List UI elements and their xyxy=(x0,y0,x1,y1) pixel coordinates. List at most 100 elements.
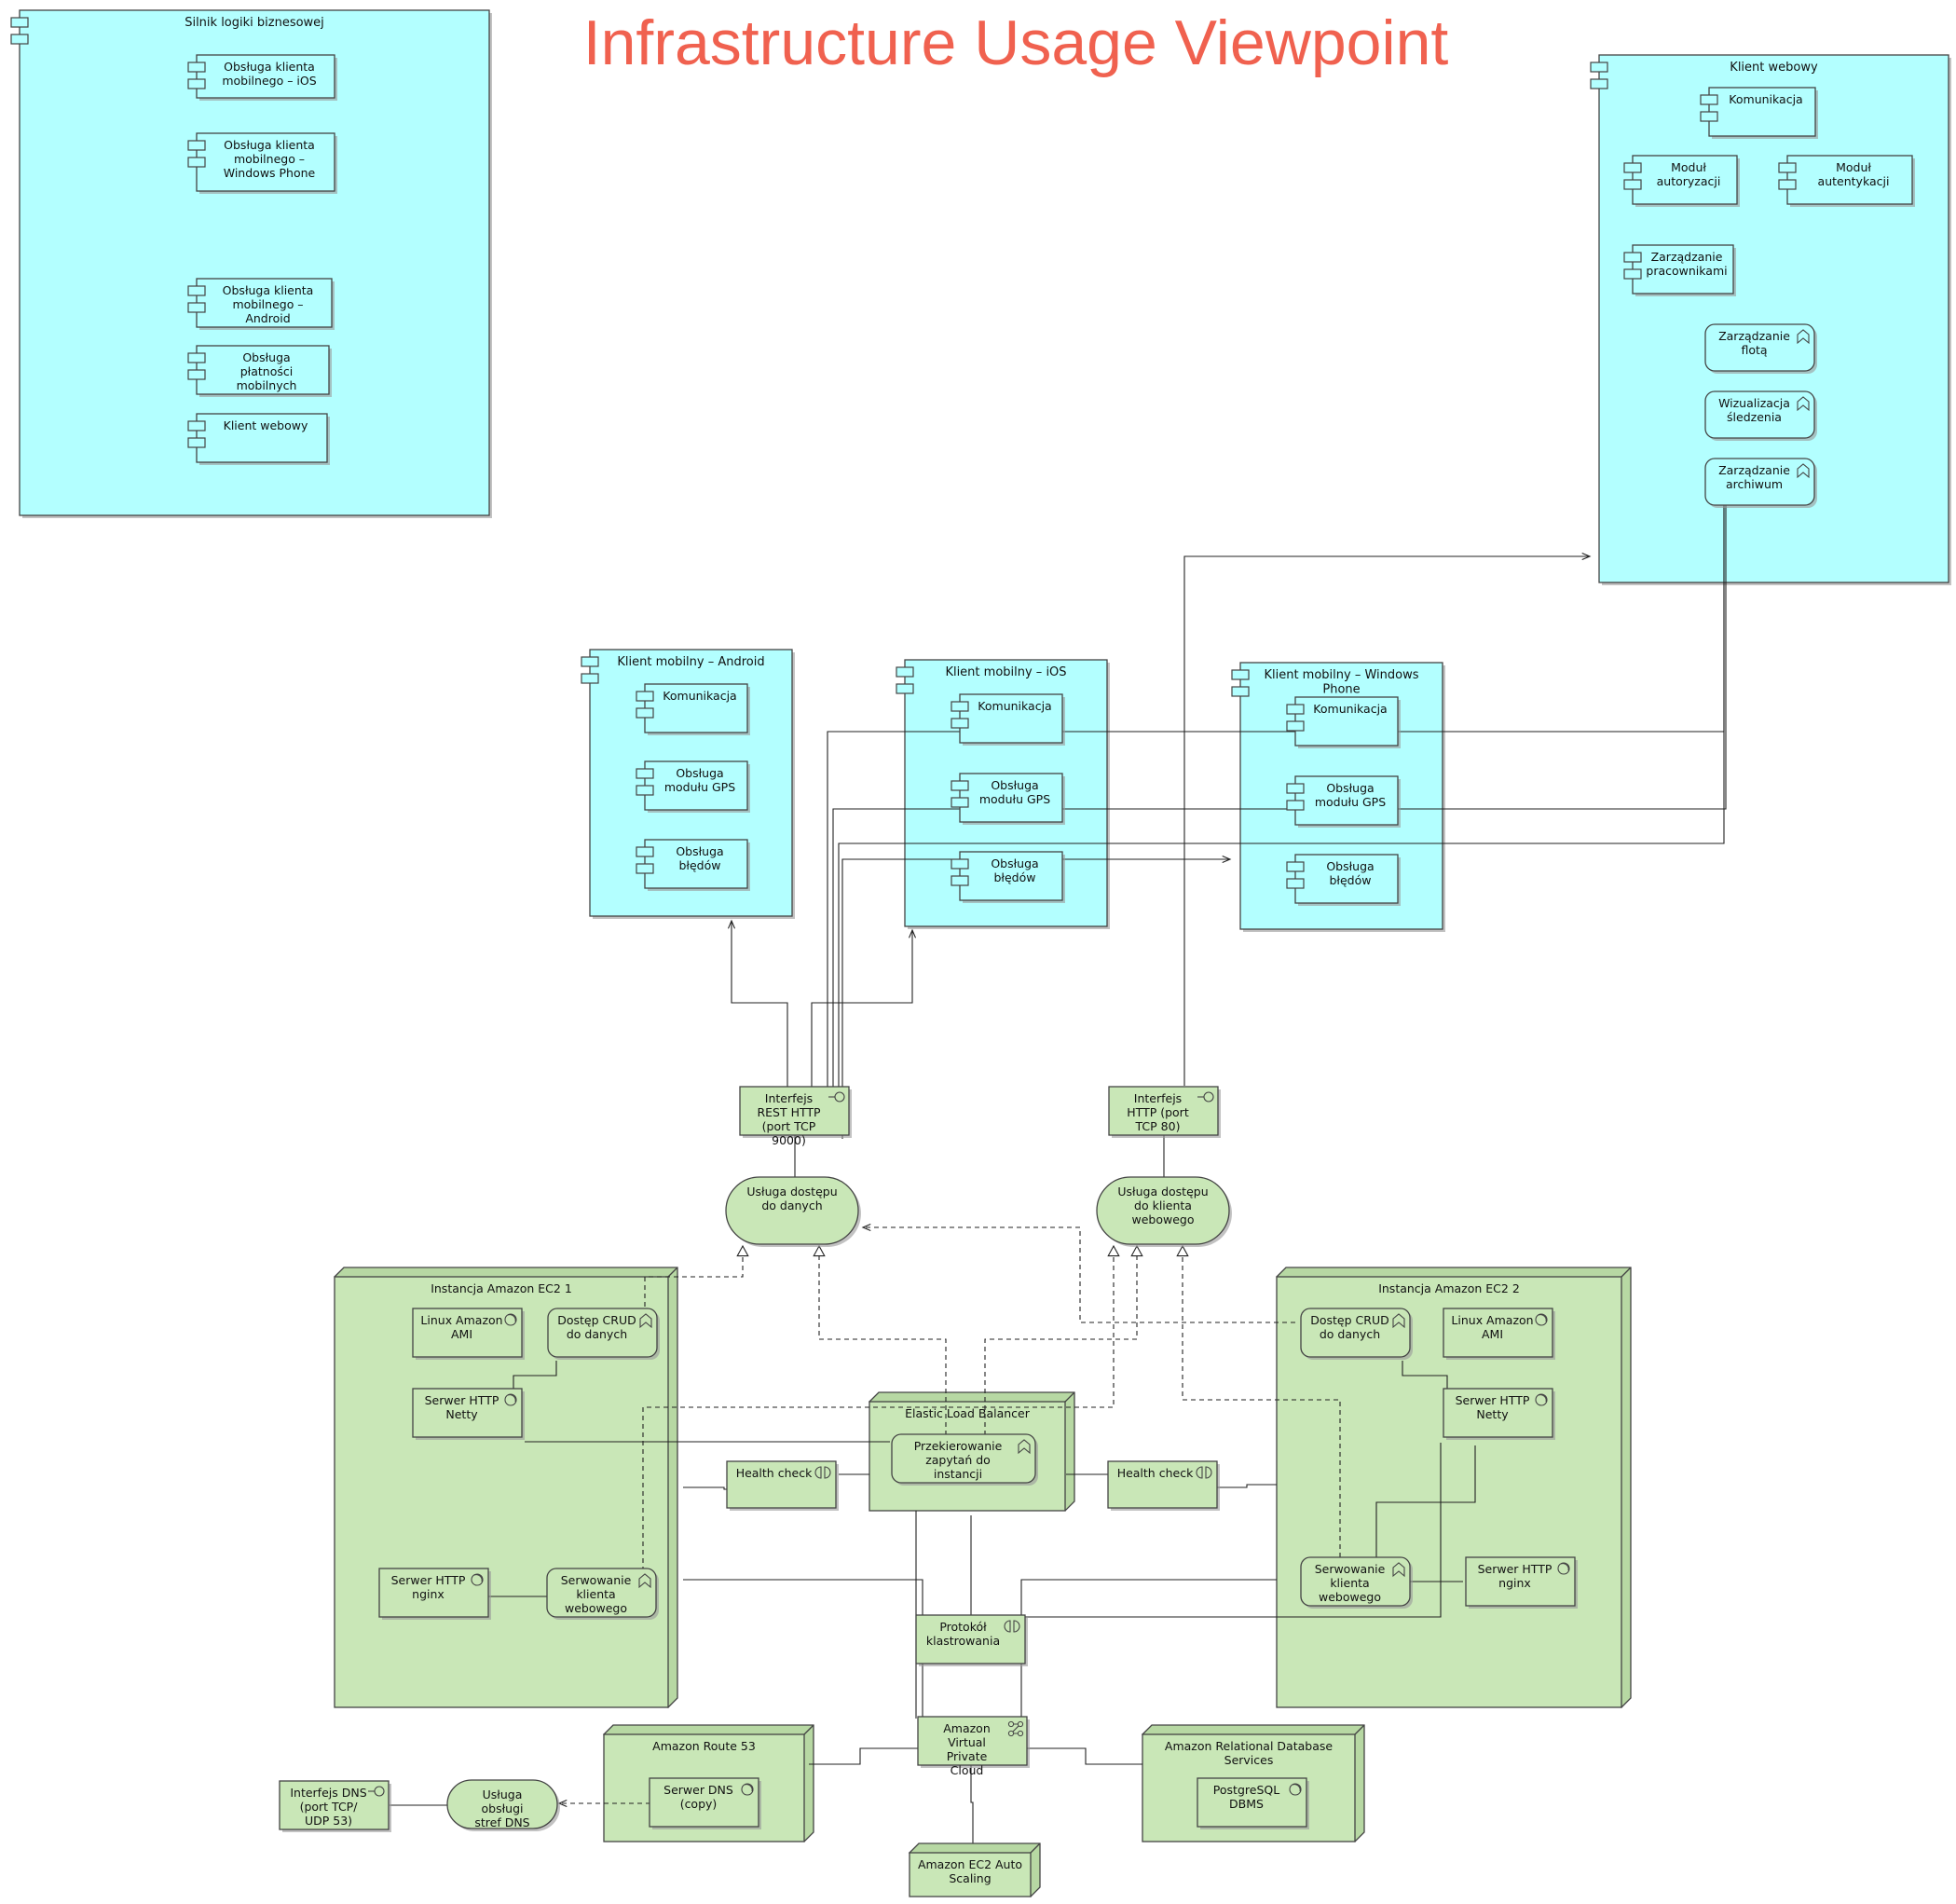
serving2-realizes-web-service xyxy=(1182,1246,1341,1566)
function-icon xyxy=(1797,396,1810,412)
health-check-right[interactable]: Health check xyxy=(1107,1460,1220,1511)
http-to-webclient xyxy=(1183,555,1590,1086)
wp-komunikacja[interactable]: Komunikacja xyxy=(1286,696,1401,748)
health-check-left[interactable]: Health check xyxy=(726,1460,839,1511)
health-check-left-label: Health check xyxy=(736,1466,813,1480)
ec2-1-to-health-left xyxy=(683,1486,727,1490)
rest-to-archiwum-b xyxy=(832,466,1727,1135)
system-software-icon xyxy=(471,1573,484,1586)
elb-realizes-web-service xyxy=(984,1246,1138,1452)
interaction-icon xyxy=(814,1466,822,1479)
system-software-icon xyxy=(504,1313,517,1326)
android-container-label: Klient mobilny – Android xyxy=(617,655,764,669)
interface-icon xyxy=(374,1786,385,1797)
system-software-icon xyxy=(1557,1562,1570,1575)
function-icon xyxy=(1392,1313,1405,1329)
vpc-to-route53 xyxy=(809,1747,918,1765)
android-komunikacja[interactable]: Komunikacja xyxy=(636,683,750,735)
ec2-2-node-label: Instancja Amazon EC2 2 xyxy=(1378,1281,1520,1295)
ios-komunikacja-label: Komunikacja xyxy=(978,699,1051,713)
ec2-2-to-cluster xyxy=(1020,1579,1277,1615)
crud2-to-netty2 xyxy=(1402,1361,1448,1389)
silnik-web[interactable]: Klient webowy xyxy=(187,413,330,465)
klient-webowy-container-label: Klient webowy xyxy=(1730,61,1818,75)
dns-interface[interactable]: Interfejs DNS(port TCP/UDP 53) xyxy=(279,1780,391,1832)
system-software-icon xyxy=(504,1393,517,1406)
vpc-to-autoscaling xyxy=(970,1765,974,1853)
function-icon xyxy=(1797,329,1810,345)
silnik-container-label: Silnik logiki biznesowej xyxy=(185,16,324,30)
crud1-to-netty1 xyxy=(513,1361,557,1389)
function-icon xyxy=(1797,463,1810,479)
rest-to-ios xyxy=(811,930,913,1135)
ec2-1-to-cluster xyxy=(683,1579,923,1615)
function-icon xyxy=(639,1313,652,1329)
ec2-1-node-label: Instancja Amazon EC2 1 xyxy=(431,1281,572,1295)
ios-komunikacja[interactable]: Komunikacja xyxy=(951,693,1065,746)
system-software-icon xyxy=(741,1783,754,1796)
dns-server[interactable]: Serwer DNS(copy) xyxy=(649,1777,761,1829)
silnik-web-label: Klient webowy xyxy=(224,418,308,432)
kw-komunikacja[interactable]: Komunikacja xyxy=(1700,87,1818,139)
